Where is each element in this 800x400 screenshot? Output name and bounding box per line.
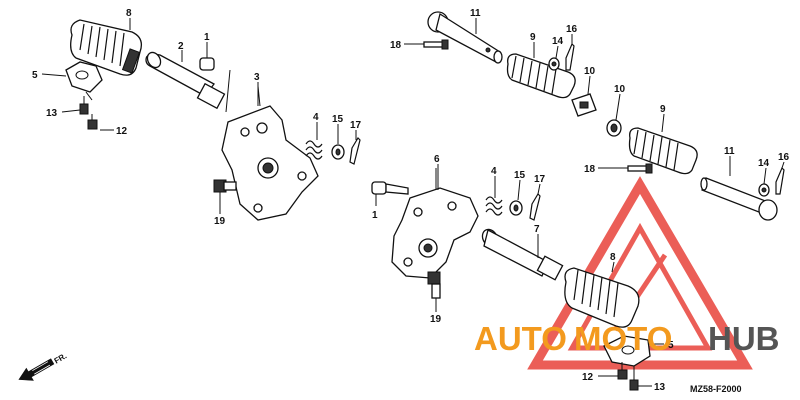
cotter-pin-part-17-left — [349, 137, 361, 165]
footpeg-shaft-part-7 — [481, 228, 564, 281]
bolt-part-12-right — [617, 362, 628, 380]
callout-12-left: 12 — [116, 126, 128, 137]
callout-10-top-a: 10 — [584, 66, 596, 77]
callout-1-left: 1 — [204, 32, 210, 43]
callout-11-top: 11 — [470, 8, 481, 19]
pivot-pin-part-11-top — [427, 11, 503, 64]
cotter-pin-part-16-middle — [775, 166, 785, 195]
callout-labels: 8 2 1 3 5 13 12 4 15 17 19 11 18 9 14 16… — [32, 8, 790, 393]
callout-15-center: 15 — [514, 170, 526, 181]
callout-5-left: 5 — [32, 70, 38, 81]
cotter-pin-part-16-top — [565, 42, 575, 71]
washer-part-14-top — [548, 57, 560, 71]
callout-8-left: 8 — [126, 8, 132, 19]
callout-9-middle: 9 — [660, 104, 666, 115]
callout-19-left: 19 — [214, 216, 226, 227]
pivot-pin-part-11-middle — [700, 177, 778, 221]
front-arrow-icon — [18, 358, 55, 381]
washer-part-15-center — [509, 200, 523, 216]
small-pin-part-18-middle — [627, 163, 653, 174]
spring-part-4-left — [305, 140, 323, 160]
small-pin-part-18-top — [423, 39, 449, 50]
bolt-part-13-right — [629, 366, 639, 391]
callout-14-top: 14 — [552, 36, 564, 47]
callout-17-center: 17 — [534, 174, 546, 185]
callout-15-left: 15 — [332, 114, 344, 125]
callout-13-right: 13 — [654, 382, 666, 393]
pivot-pin-part-1-center — [371, 181, 409, 195]
bracket-part-5-right — [603, 335, 651, 367]
callout-2: 2 — [178, 41, 184, 52]
front-label: FR. — [53, 351, 69, 365]
cotter-pin-part-17-center — [529, 193, 541, 221]
callout-7: 7 — [534, 224, 540, 235]
spring-part-4-center — [485, 196, 503, 216]
watermark-word-moto: MOTO — [574, 320, 672, 357]
callout-4-center: 4 — [491, 166, 497, 177]
callout-16-middle: 16 — [778, 152, 790, 163]
bolt-part-19-center — [427, 271, 441, 308]
footpeg-rubber-part-8-left — [70, 19, 143, 76]
callout-11-middle: 11 — [724, 146, 735, 157]
callout-16-top: 16 — [566, 24, 578, 35]
footpeg-rubber-part-9-middle — [628, 127, 698, 175]
callout-10-top-b: 10 — [614, 84, 626, 95]
bolt-part-13-left — [79, 96, 89, 115]
callout-14-middle: 14 — [758, 158, 770, 169]
callout-12-right: 12 — [582, 372, 594, 383]
bolt-part-12-left — [87, 114, 98, 130]
callout-18-middle: 18 — [584, 164, 596, 175]
plate-part-10-top-a — [571, 93, 597, 117]
footpeg-rubber-part-8-right — [564, 267, 640, 328]
callout-6: 6 — [434, 154, 440, 165]
callout-17-left: 17 — [350, 120, 362, 131]
footpeg-rubber-part-9-top — [506, 53, 576, 99]
callout-18-top: 18 — [390, 40, 402, 51]
watermark-wordmark: AUTO MOTO HUB — [474, 320, 780, 357]
diagram-code: MZ58-F2000 — [690, 384, 742, 394]
bolt-part-19-left — [213, 179, 237, 206]
callout-3: 3 — [254, 72, 260, 83]
callout-9-top: 9 — [530, 32, 536, 43]
plate-part-10-top-b — [606, 119, 622, 137]
bracket-part-5-left — [65, 61, 103, 101]
callout-8-right: 8 — [610, 252, 616, 263]
front-direction-indicator: FR. — [18, 351, 69, 381]
footpeg-shaft-part-2 — [145, 51, 226, 110]
main-bracket-part-3 — [221, 69, 319, 221]
main-bracket-part-6 — [391, 168, 479, 279]
callout-1-center: 1 — [372, 210, 378, 221]
callout-13-left: 13 — [46, 108, 58, 119]
callout-5-right: 5 — [668, 340, 674, 351]
washer-part-14-middle — [758, 183, 770, 197]
watermark-word-hub: HUB — [708, 320, 780, 357]
callout-19-center: 19 — [430, 314, 442, 325]
watermark-word-auto: AUTO — [474, 320, 567, 357]
callout-4-left: 4 — [313, 112, 319, 123]
washer-part-15-left — [331, 144, 345, 160]
leader-lines — [41, 18, 785, 387]
